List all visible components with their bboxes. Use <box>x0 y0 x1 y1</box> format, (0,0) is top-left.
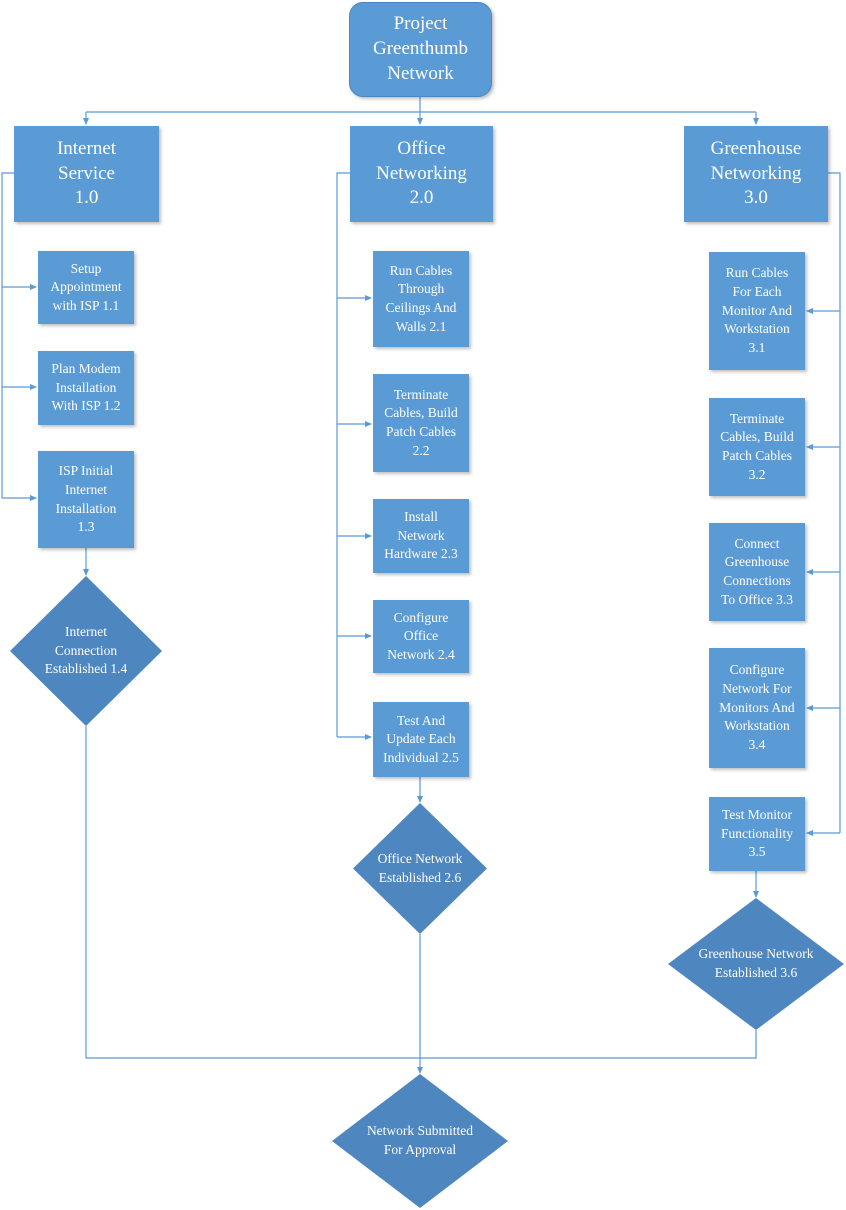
task-3-5: Test Monitor Functionality 3.5 <box>709 797 805 871</box>
task-2-4: Configure Office Network 2.4 <box>373 600 469 673</box>
internet-rail <box>1 172 14 498</box>
decision-1-4-label: Internet Connection Established 1.4 <box>44 624 128 677</box>
internet-service-node: Internet Service 1.0 <box>14 126 159 222</box>
task-3-2: Terminate Cables, Build Patch Cables 3.2 <box>709 398 805 496</box>
decision-3-6-label: Greenhouse Network Established 3.6 <box>698 946 814 980</box>
task-3-1: Run Cables For Each Monitor And Workstat… <box>709 252 805 370</box>
merge-bus <box>85 726 757 1059</box>
office-rail <box>336 172 350 737</box>
task-1-3: ISP Initial Internet Installation 1.3 <box>38 451 134 548</box>
root-node: Project Greenthumb Network <box>349 2 492 97</box>
decision-2-6: Office Network Established 2.6 <box>353 803 487 934</box>
decision-final-label: Network Submitted For Approval <box>366 1123 474 1157</box>
greenhouse-rail <box>828 172 841 833</box>
task-1-2: Plan Modem Installation With ISP 1.2 <box>38 351 134 425</box>
decision-2-6-label: Office Network Established 2.6 <box>377 850 463 885</box>
task-1-1: Setup Appointment with ISP 1.1 <box>38 251 134 324</box>
task-2-2: Terminate Cables, Build Patch Cables 2.2 <box>373 374 469 472</box>
task-2-1: Run Cables Through Ceilings And Walls 2.… <box>373 251 469 347</box>
task-3-3: Connect Greenhouse Connections To Office… <box>709 523 805 621</box>
greenhouse-networking-node: Greenhouse Networking 3.0 <box>684 126 828 222</box>
task-2-3: Install Network Hardware 2.3 <box>373 499 469 573</box>
office-networking-node: Office Networking 2.0 <box>350 126 493 222</box>
task-3-4: Configure Network For Monitors And Works… <box>709 648 805 768</box>
task-2-5: Test And Update Each Individual 2.5 <box>373 702 469 777</box>
decision-1-4: Internet Connection Established 1.4 <box>10 576 162 726</box>
decision-3-6: Greenhouse Network Established 3.6 <box>668 898 844 1030</box>
decision-final: Network Submitted For Approval <box>332 1074 508 1208</box>
